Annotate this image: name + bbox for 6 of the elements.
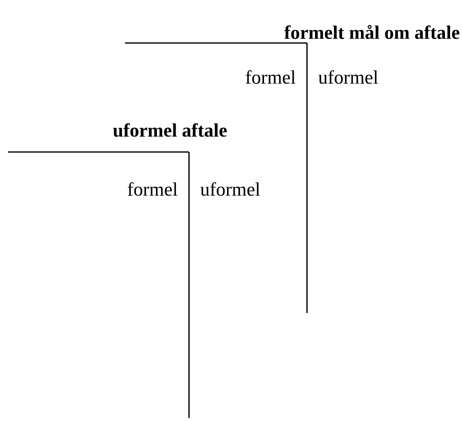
column-label: uformel <box>318 70 378 84</box>
column-label: formel <box>246 70 296 84</box>
column-label: uformel <box>200 182 260 196</box>
column-label: formel <box>128 182 178 196</box>
heading: formelt mål om aftale <box>284 25 460 39</box>
heading: uformel aftale <box>113 123 227 137</box>
